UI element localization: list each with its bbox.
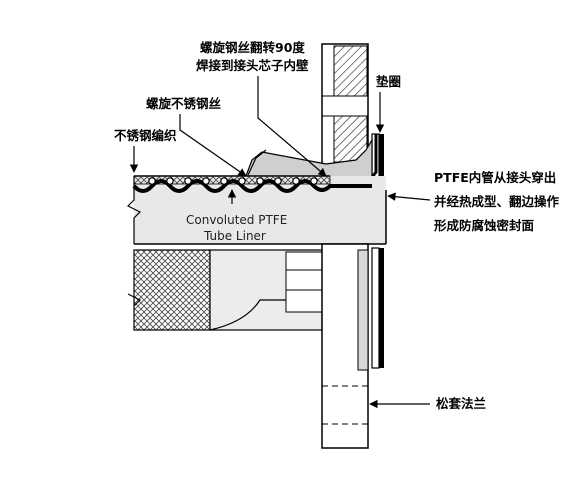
label-ptfe-1: PTFE内管从接头穿出 [434, 170, 556, 185]
flange-upper [321, 43, 369, 177]
break-line [126, 176, 142, 244]
label-flange: 松套法兰 [436, 396, 487, 411]
label-braid: 不锈钢编织 [114, 128, 177, 143]
label-ptfe-3: 形成防腐蚀密封面 [434, 218, 535, 233]
label-wire-turn-1: 螺旋钢丝翻转90度 [200, 40, 305, 55]
label-spiral-wire: 螺旋不锈钢丝 [146, 96, 222, 111]
gasket [371, 133, 384, 369]
label-gasket: 垫圈 [376, 74, 401, 89]
leader-lines [129, 76, 431, 409]
convoluted-liner [132, 179, 372, 193]
hose-lower [127, 249, 323, 331]
label-liner-2: Tube Liner [203, 229, 266, 243]
spiral-wire [148, 177, 318, 185]
label-liner-1: Convoluted PTFE [186, 213, 287, 227]
label-wire-turn-2: 焊接到接头芯子内壁 [196, 58, 309, 73]
flange-lower [321, 243, 369, 449]
label-ptfe-2: 并经热成型、翻边操作 [434, 194, 560, 209]
